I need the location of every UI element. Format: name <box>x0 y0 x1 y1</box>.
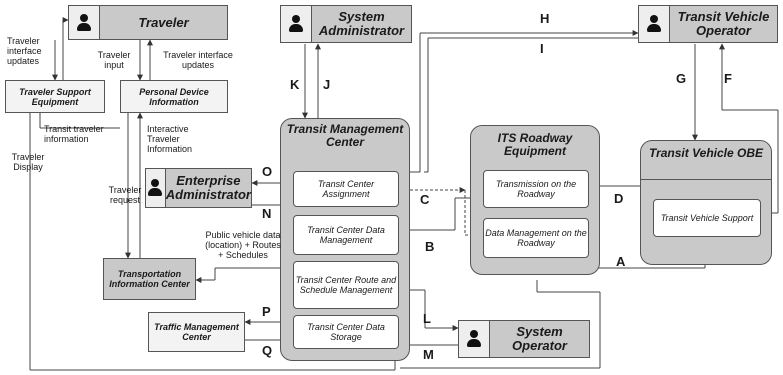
person-icon <box>459 321 490 357</box>
person-icon <box>639 6 670 42</box>
tmc-data-storage: Transit Center Data Storage <box>293 315 399 349</box>
obe-title: Transit Vehicle OBE <box>648 146 764 160</box>
letter-g: G <box>676 71 687 86</box>
label-traveler-interface-updates: Traveler interface updates <box>7 36 42 66</box>
label-traveler-interface-updates-2: Traveler interface updates <box>163 50 233 70</box>
person-icon <box>69 6 100 39</box>
its-roadway-equipment: ITS Roadway Equipment Transmission on th… <box>470 125 600 275</box>
label-traveler-request: Traveler request <box>108 185 142 205</box>
transit-vehicle-operator-label: Transit Vehicle Operator <box>677 9 770 38</box>
label-public-vehicle-data: Public vehicle data (location) + Routes … <box>205 230 281 260</box>
tmc-title: Transit Management Center <box>286 122 404 149</box>
label-traveler-display: Traveler Display <box>11 152 45 172</box>
letter-k: K <box>290 77 300 92</box>
its-transmission: Transmission on the Roadway <box>483 170 589 208</box>
obe-transit-vehicle-support: Transit Vehicle Support <box>653 199 761 237</box>
transit-management-center: Transit Management Center Transit Center… <box>280 118 410 361</box>
tmc-route-schedule-management: Transit Center Route and Schedule Manage… <box>293 261 399 309</box>
tmc-data-management: Transit Center Data Management <box>293 215 399 255</box>
letter-n: N <box>262 206 272 221</box>
person-icon <box>281 6 312 42</box>
letter-j: J <box>323 77 331 92</box>
traveler-support-equipment: Traveler Support Equipment <box>5 80 105 113</box>
letter-m: M <box>423 347 434 362</box>
letter-l: L <box>423 311 431 326</box>
personal-device-information: Personal Device Information <box>120 80 228 113</box>
enterprise-administrator-actor: Enterprise Administrator <box>145 168 252 208</box>
tmc-assignment: Transit Center Assignment <box>293 171 399 207</box>
letter-f: F <box>724 71 732 86</box>
label-transit-traveler-information: Transit traveler information <box>44 124 104 144</box>
system-operator-label: System Operator <box>512 324 567 353</box>
letter-p: P <box>262 304 271 319</box>
system-administrator-actor: System Administrator <box>280 5 412 43</box>
transportation-information-center: Transportation Information Center <box>103 258 196 300</box>
letter-a: A <box>616 254 626 269</box>
letter-q: Q <box>262 343 273 358</box>
enterprise-administrator-label: Enterprise Administrator <box>165 173 251 202</box>
system-administrator-label: System Administrator <box>318 9 405 38</box>
traveler-actor: Traveler <box>68 5 228 40</box>
label-interactive-traveler-information: Interactive Traveler Information <box>147 124 193 154</box>
letter-h: H <box>540 11 550 26</box>
transit-vehicle-obe: Transit Vehicle OBE Transit Vehicle Supp… <box>640 140 772 265</box>
person-icon <box>146 169 166 207</box>
letter-i: I <box>540 41 544 56</box>
letter-c: C <box>420 192 430 207</box>
system-operator-actor: System Operator <box>458 320 590 358</box>
traffic-management-center: Traffic Management Center <box>148 312 245 352</box>
letter-b: B <box>425 239 435 254</box>
its-data-management: Data Management on the Roadway <box>483 218 589 258</box>
traveler-label: Traveler <box>138 14 189 30</box>
label-traveler-input: Traveler input <box>97 50 131 70</box>
its-title: ITS Roadway Equipment <box>497 131 573 158</box>
letter-o: O <box>262 164 273 179</box>
transit-vehicle-operator-actor: Transit Vehicle Operator <box>638 5 778 43</box>
letter-d: D <box>614 191 624 206</box>
obe-divider <box>641 179 771 180</box>
